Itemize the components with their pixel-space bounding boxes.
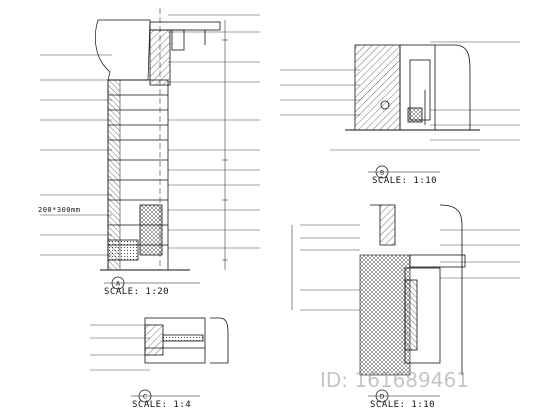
detail-c-tag: C: [143, 394, 147, 401]
detail-b-scale-label: SCALE: 1:10: [372, 176, 438, 186]
detail-d-tag: D: [380, 394, 385, 401]
detail-a: A: [40, 8, 260, 290]
detail-a-scale-label: SCALE: 1:20: [104, 287, 170, 297]
detail-c: C: [90, 317, 229, 403]
detail-b-tag: B: [380, 170, 384, 177]
detail-b: B: [280, 41, 520, 179]
watermark-id: ID: 161689461: [320, 368, 469, 392]
detail-d: D: [291, 204, 520, 403]
detail-a-tag: A: [116, 281, 121, 288]
detail-d-scale-label: SCALE: 1:10: [370, 400, 436, 410]
detail-c-scale-label: SCALE: 1:4: [132, 400, 192, 410]
dimension-label: 200*300mm: [38, 206, 81, 214]
